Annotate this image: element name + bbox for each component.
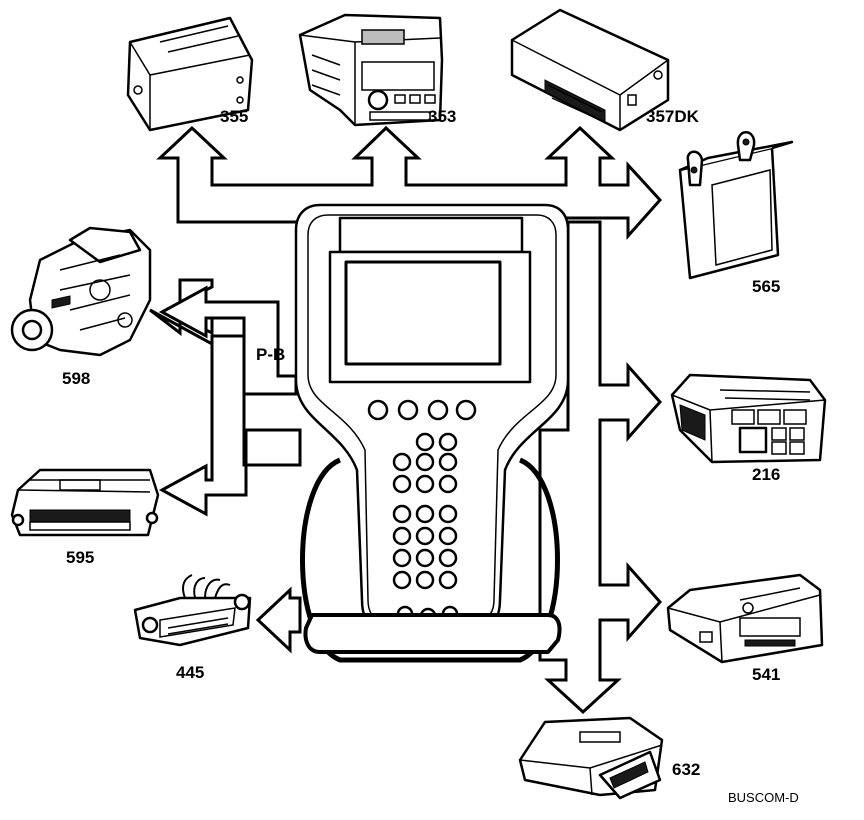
label-445: 445 — [176, 663, 204, 682]
keypad-key — [392, 548, 412, 568]
label-598: 598 — [62, 369, 90, 388]
keypad-key — [415, 526, 435, 546]
module-595-ecu — [10, 468, 160, 537]
module-355 — [126, 16, 254, 132]
module-216 — [670, 373, 827, 464]
tester-top-panel — [338, 216, 524, 254]
module-353-radio — [298, 13, 444, 127]
connector-445-obd — [133, 574, 252, 647]
keypad-key — [415, 548, 435, 568]
figure-caption: BUSCOM-D — [728, 790, 799, 805]
label-pb-bus: P-B — [256, 345, 285, 364]
module-357dk — [510, 8, 670, 132]
label-541: 541 — [752, 665, 780, 684]
keypad-key — [438, 570, 458, 590]
handheld-tester — [294, 203, 570, 663]
right-bus-arrow — [538, 220, 663, 715]
keypad-key — [415, 432, 435, 452]
tester-cable — [300, 457, 560, 663]
keypad-key — [415, 474, 435, 494]
label-353: 353 — [428, 107, 456, 126]
label-632: 632 — [672, 760, 700, 779]
module-598-pump — [10, 226, 152, 357]
keypad-key — [392, 504, 412, 524]
keypad-key — [415, 570, 435, 590]
keypad-key — [438, 452, 458, 472]
keypad-key — [438, 504, 458, 524]
keypad-key — [438, 526, 458, 546]
tester-grip — [303, 613, 562, 654]
keypad-key — [438, 548, 458, 568]
keypad-key — [415, 452, 435, 472]
keypad-key — [392, 452, 412, 472]
module-565 — [678, 131, 794, 280]
keypad-key — [392, 570, 412, 590]
module-541 — [666, 573, 824, 664]
keypad-key — [415, 504, 435, 524]
label-216: 216 — [752, 465, 780, 484]
module-632 — [518, 716, 664, 800]
keypad-key — [392, 474, 412, 494]
pb-bus-arrow — [158, 285, 298, 396]
label-357dk: 357DK — [646, 107, 700, 126]
label-355: 355 — [220, 107, 248, 126]
tester-function-keys — [367, 399, 477, 421]
keypad-key — [438, 474, 458, 494]
label-595: 595 — [66, 548, 94, 567]
tester-screen — [344, 260, 502, 366]
lower-left-bus-arrow — [158, 334, 302, 517]
keypad-key — [392, 526, 412, 546]
label-565: 565 — [752, 277, 780, 296]
obd-arrow — [255, 586, 302, 654]
keypad-key — [438, 432, 458, 452]
